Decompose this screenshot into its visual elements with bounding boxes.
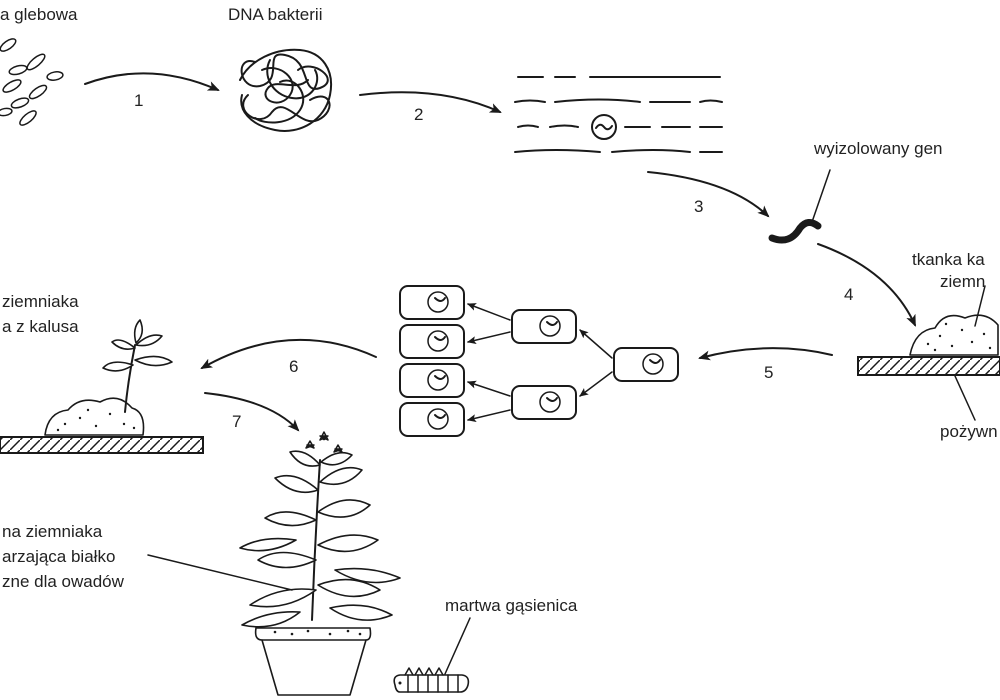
label-callus-plant-line2: a z kalusa: [2, 317, 79, 336]
label-adult-plant-line2: arzająca białko: [2, 547, 115, 566]
gene-pointer-line: [811, 169, 831, 223]
arrow-step-4: [817, 243, 916, 327]
step-number-3: 3: [694, 197, 703, 216]
arrow-step-5: [698, 347, 833, 361]
step-number-4: 4: [844, 285, 853, 304]
label-adult-plant-line3: zne dla owadów: [2, 572, 125, 591]
cell-culture-icon: [399, 285, 679, 437]
arrow-step-7: [204, 392, 300, 432]
step-number-7: 7: [232, 412, 241, 431]
adult-potato-plant-icon: [239, 431, 401, 696]
arrow-step-2: [359, 91, 502, 113]
label-potato-tissue-line1: tkanka ka: [912, 250, 985, 269]
medium-pointer-line: [954, 375, 976, 421]
caterpillar-pointer-line: [444, 617, 471, 675]
isolated-gene-icon: [768, 219, 822, 244]
arrow-step-6: [200, 338, 377, 369]
adult-plant-pointer-line: [147, 554, 293, 591]
dna-fragments-icon: [514, 76, 723, 153]
step-number-6: 6: [289, 357, 298, 376]
label-medium: pożywn: [940, 422, 998, 441]
step-number-5: 5: [764, 363, 773, 382]
label-adult-plant-line1: na ziemniaka: [2, 522, 103, 541]
potato-flowers-icon: [305, 431, 343, 453]
young-plant-from-callus-icon: [0, 319, 204, 454]
step-number-1: 1: [134, 91, 143, 110]
soil-bacteria-icon: [0, 38, 64, 126]
label-callus-plant-line1: ziemniaka: [2, 292, 79, 311]
tissue-pointer-line: [974, 285, 986, 327]
arrow-step-1: [84, 72, 220, 91]
bacterial-dna-icon: [239, 48, 333, 132]
label-potato-tissue-line2: ziemn: [940, 272, 985, 291]
arrow-step-3: [647, 171, 770, 218]
step-number-2: 2: [414, 105, 423, 124]
label-dead-caterpillar: martwa gąsienica: [445, 596, 578, 615]
label-isolated-gene: wyizolowany gen: [813, 139, 943, 158]
label-soil-bacteria: a glebowa: [0, 5, 78, 24]
dead-caterpillar-icon: [393, 667, 470, 693]
label-bacterial-dna: DNA bakterii: [228, 5, 322, 24]
potato-callus-on-medium-icon: [857, 314, 1000, 376]
